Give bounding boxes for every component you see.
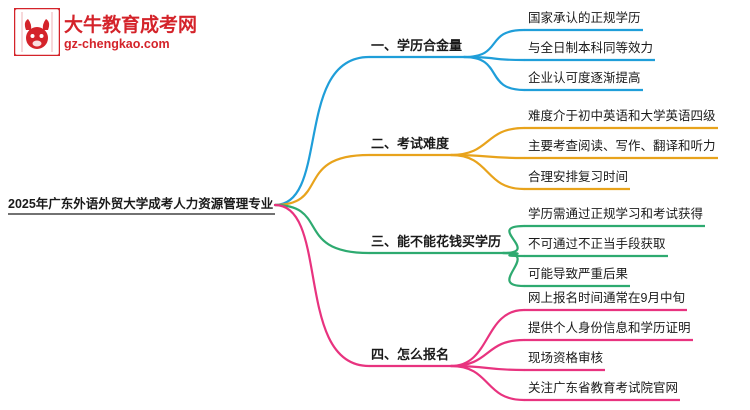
leaf-node-3-1: 学历需通过正规学习和考试获得 (528, 207, 704, 221)
branch-node-4: 四、怎么报名 (371, 347, 450, 362)
branch-node-1: 一、学历合金量 (371, 38, 463, 53)
leaf-node-1-3: 企业认可度逐渐提高 (528, 71, 641, 85)
leaf-node-3-3: 可能导致严重后果 (528, 267, 629, 281)
mindmap-connector (449, 126, 526, 157)
logo-url-text: gz-chengkao.com (64, 37, 170, 51)
mindmap-connector (449, 364, 526, 402)
mindmap-connector (462, 55, 526, 92)
branch-node-3: 三、能不能花钱买学历 (371, 234, 502, 249)
root-node: 2025年广东外语外贸大学成考人力资源管理专业 (8, 197, 274, 211)
leaf-node-4-3: 现场资格审核 (528, 351, 604, 365)
mindmap-connector (501, 251, 526, 288)
site-logo: 大牛教育成考网 gz-chengkao.com (14, 8, 204, 60)
leaf-node-4-2: 提供个人身份信息和学历证明 (528, 321, 691, 335)
mindmap-edges (8, 28, 718, 402)
mindmap-connector (273, 153, 371, 207)
leaf-node-1-1: 国家承认的正规学历 (528, 11, 641, 25)
mindmap-connector (273, 203, 371, 368)
mindmap-connector (449, 153, 526, 191)
leaf-node-2-3: 合理安排复习时间 (528, 170, 629, 184)
leaf-node-1-2: 与全日制本科同等效力 (528, 41, 654, 55)
mindmap-connector (449, 338, 526, 368)
bull-logo-icon (14, 8, 60, 56)
mindmap-connector (273, 55, 371, 207)
mindmap-connector (273, 203, 371, 255)
logo-brand-text: 大牛教育成考网 (64, 15, 198, 36)
leaf-node-4-1: 网上报名时间通常在9月中旬 (528, 291, 685, 305)
leaf-node-4-4: 关注广东省教育考试院官网 (528, 381, 679, 395)
leaf-node-2-1: 难度介于初中英语和大学英语四级 (528, 109, 716, 123)
mindmap-connector (449, 308, 526, 368)
branch-node-2: 二、考试难度 (371, 136, 450, 151)
mindmap-connector (501, 224, 526, 255)
leaf-node-3-2: 不可通过不正当手段获取 (528, 237, 666, 251)
leaf-node-2-2: 主要考查阅读、写作、翻译和听力 (528, 139, 716, 153)
mindmap-connector (462, 28, 526, 59)
